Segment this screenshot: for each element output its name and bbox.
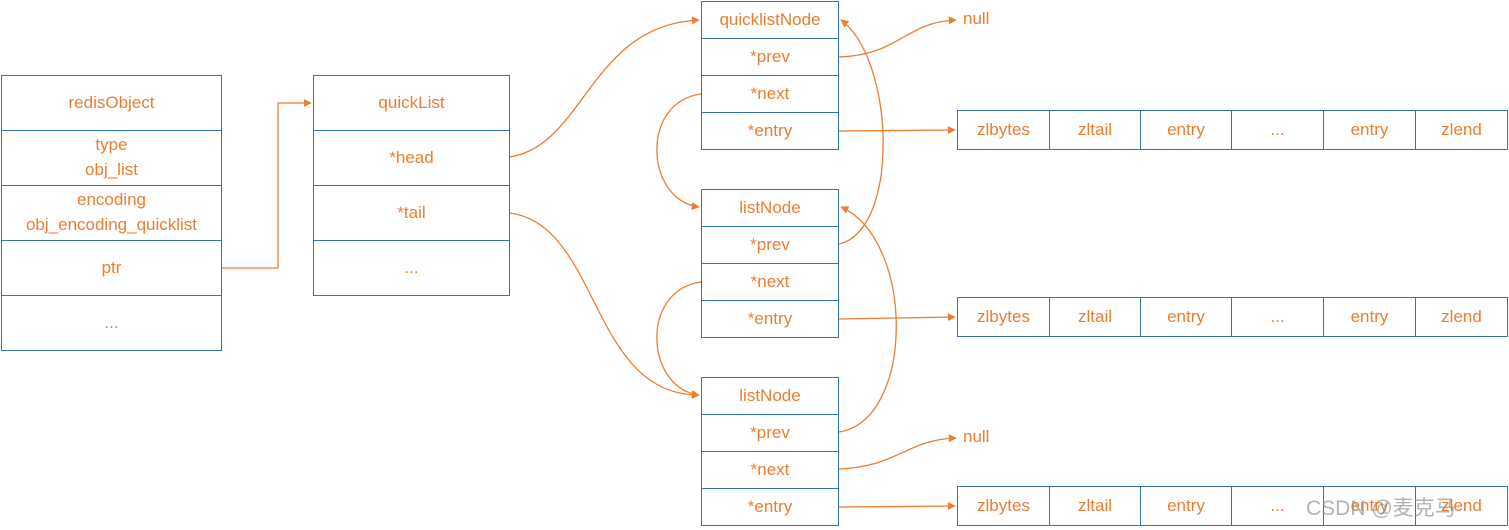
redisobject-ptr: ptr (1, 240, 222, 296)
ptr-text: ptr (101, 257, 122, 277)
ziplist3-entry-last: entry (1323, 486, 1416, 526)
ziplist-cell-text: zltail (1077, 495, 1112, 515)
null-label-top: null (963, 9, 990, 28)
ziplist2-zlbytes: zlbytes (957, 297, 1050, 337)
quicklist-more-text: ... (404, 257, 419, 277)
ziplist1-entry-last: entry (1323, 110, 1416, 150)
node2-next: *next (701, 263, 839, 301)
ziplist2-entry-first: entry (1140, 297, 1232, 337)
ziplist-cell-text: entry (1350, 495, 1389, 515)
node1-prev: *prev (701, 38, 839, 76)
tail-text: *tail (397, 202, 426, 222)
node3-entry-text: *entry (747, 496, 793, 516)
node1-title-text: quicklistNode (719, 9, 821, 29)
node3-title: listNode (701, 377, 839, 415)
more-text: ... (104, 312, 119, 332)
ziplist3-entry-first: entry (1140, 486, 1232, 526)
node1-next: *next (701, 75, 839, 113)
node3-next: *next (701, 451, 839, 489)
ziplist-cell-text: zlbytes (977, 495, 1030, 515)
redisobject-title: redisObject (1, 75, 222, 131)
node2-prev: *prev (701, 226, 839, 264)
encoding-value: obj_encoding_quicklist (25, 215, 198, 234)
node1-title: quicklistNode (701, 1, 839, 39)
quicklist-tail: *tail (313, 185, 510, 241)
ziplist1-zltail: zltail (1049, 110, 1141, 150)
node1-prev-text: *prev (750, 46, 790, 66)
ziplist-cell-text: ... (1270, 495, 1285, 515)
quicklist-title: quickList (313, 75, 510, 131)
ziplist3-zlend: zlend (1415, 486, 1508, 526)
node2-title-text: listNode (739, 197, 801, 217)
redisobject-encoding: encoding obj_encoding_quicklist (1, 185, 222, 241)
ziplist-cell-text: zltail (1077, 119, 1112, 139)
node2-prev-text: *prev (750, 234, 790, 254)
ziplist2-ellipsis: ... (1231, 297, 1324, 337)
arrow-node3-entry-to-ziplist (838, 502, 956, 511)
node2-entry: *entry (701, 300, 839, 338)
ziplist3-zlbytes: zlbytes (957, 486, 1050, 526)
head-text: *head (389, 147, 434, 167)
type-value: obj_list (85, 160, 138, 179)
ziplist2-zlend: zlend (1415, 297, 1508, 337)
quicklist-title-text: quickList (378, 92, 445, 112)
node3-prev-text: *prev (750, 422, 790, 442)
encoding-label: encoding (76, 190, 146, 210)
arrow-head-to-node1 (509, 16, 700, 158)
node3-next-text: *next (750, 459, 790, 479)
ziplist-cell-text: zlend (1441, 306, 1482, 326)
ziplist3-zltail: zltail (1049, 486, 1141, 526)
ziplist-cell-text: zlend (1441, 119, 1482, 139)
node2-title: listNode (701, 189, 839, 227)
null-label-bottom: null (963, 427, 990, 446)
ziplist1-entry-first: entry (1140, 110, 1232, 150)
arrow-node1-next-to-node2 (656, 93, 702, 211)
node3-prev: *prev (701, 414, 839, 452)
ziplist-cell-text: zlbytes (977, 119, 1030, 139)
ziplist-cell-text: zltail (1077, 306, 1112, 326)
ziplist-cell-text: entry (1350, 306, 1389, 326)
arrow-node3-prev-to-node2 (838, 206, 897, 433)
ziplist-cell-text: ... (1270, 119, 1285, 139)
node3-title-text: listNode (739, 385, 801, 405)
node2-entry-text: *entry (747, 308, 793, 328)
ziplist-cell-text: entry (1167, 495, 1205, 515)
arrow-node1-entry-to-ziplist (838, 126, 956, 135)
node1-entry: *entry (701, 112, 839, 150)
arrow-node2-entry-to-ziplist (838, 313, 956, 322)
quicklist-more: ... (313, 240, 510, 296)
arrow-ptr-to-quicklist (222, 99, 312, 269)
ziplist-cell-text: zlend (1441, 495, 1482, 515)
ziplist2-zltail: zltail (1049, 297, 1141, 337)
ziplist-cell-text: zlbytes (977, 306, 1030, 326)
type-label: type (95, 135, 128, 155)
ziplist-cell-text: ... (1270, 306, 1285, 326)
ziplist2-entry-last: entry (1323, 297, 1416, 337)
ziplist-cell-text: entry (1167, 306, 1205, 326)
ziplist1-zlbytes: zlbytes (957, 110, 1050, 150)
redisobject-more: ... (1, 295, 222, 351)
ziplist3-ellipsis: ... (1231, 486, 1324, 526)
ziplist1-zlend: zlend (1415, 110, 1508, 150)
ziplist1-ellipsis: ... (1231, 110, 1324, 150)
arrow-node2-prev-to-node1 (838, 19, 884, 245)
node1-next-text: *next (750, 83, 790, 103)
redisobject-type: type obj_list (1, 130, 222, 186)
watermark: CSDN @麦克马 (1306, 497, 1456, 520)
arrow-node2-next-to-node3 (656, 281, 702, 399)
arrow-node1-prev-to-null (838, 16, 957, 58)
quicklist-head: *head (313, 130, 510, 186)
node2-next-text: *next (750, 271, 790, 291)
ziplist-cell-text: entry (1350, 119, 1389, 139)
redisobject-title-text: redisObject (68, 92, 155, 112)
node3-entry: *entry (701, 488, 839, 526)
node1-entry-text: *entry (747, 120, 793, 140)
ziplist-cell-text: entry (1167, 119, 1205, 139)
arrow-tail-to-node3 (509, 212, 700, 399)
arrow-node3-next-to-null (838, 434, 957, 470)
